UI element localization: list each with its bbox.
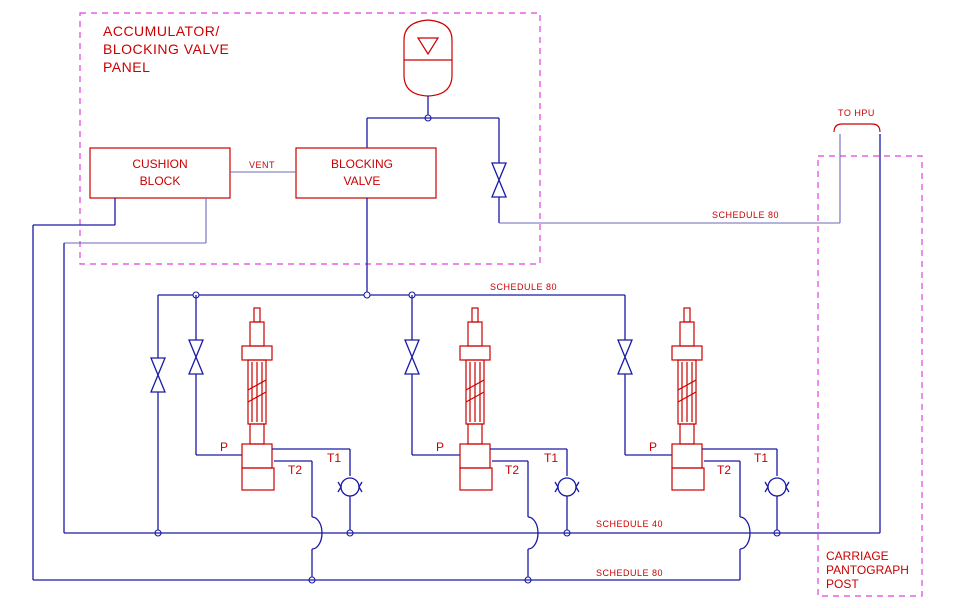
vent-label: VENT	[249, 160, 275, 170]
port-p-label: P	[220, 440, 228, 454]
valve-icon	[491, 162, 507, 198]
blocking-valve	[295, 147, 437, 199]
port-t1-label: T1	[544, 451, 558, 465]
schedule-label: SCHEDULE 80	[712, 210, 779, 220]
port-t2-label: T2	[288, 463, 302, 477]
port-p-label: P	[436, 440, 444, 454]
panel-title: ACCUMULATOR/	[103, 23, 220, 39]
check-valve-icon	[337, 477, 363, 497]
cylinder-unit-1	[188, 295, 363, 584]
cushion-block-label: BLOCK	[140, 174, 181, 188]
schedule-label: SCHEDULE 80	[490, 282, 557, 292]
valve-icon	[617, 339, 633, 375]
carriage-label: CARRIAGE	[826, 549, 889, 563]
panel-title: PANEL	[103, 59, 150, 75]
cushion-block-label: CUSHION	[132, 157, 187, 171]
port-p-label: P	[649, 440, 657, 454]
blocking-valve-label: VALVE	[344, 174, 381, 188]
carriage-label: PANTOGRAPH	[826, 563, 909, 577]
check-valve-icon	[764, 477, 790, 497]
accumulator-panel-border	[79, 12, 541, 265]
check-valve-icon	[554, 477, 580, 497]
port-t1-label: T1	[327, 451, 341, 465]
cylinder-unit-2	[404, 295, 580, 584]
to-hpu-label: TO HPU	[838, 108, 875, 118]
hpu-connector-icon	[833, 123, 881, 133]
schedule-label: SCHEDULE 40	[596, 519, 663, 529]
port-t2-label: T2	[717, 463, 731, 477]
blocking-valve-label: BLOCKING	[331, 157, 393, 171]
valve-icon	[188, 339, 204, 375]
carriage-post-border	[817, 155, 923, 597]
port-t2-label: T2	[505, 463, 519, 477]
valve-icon	[404, 339, 420, 375]
cylinder-unit-3	[617, 295, 790, 580]
cushion-block	[89, 147, 231, 199]
panel-title: BLOCKING VALVE	[103, 41, 229, 57]
schedule-label: SCHEDULE 80	[596, 568, 663, 578]
carriage-label: POST	[826, 577, 859, 591]
valve-icon	[150, 357, 166, 393]
port-t1-label: T1	[754, 451, 768, 465]
accumulator-icon	[403, 19, 453, 97]
